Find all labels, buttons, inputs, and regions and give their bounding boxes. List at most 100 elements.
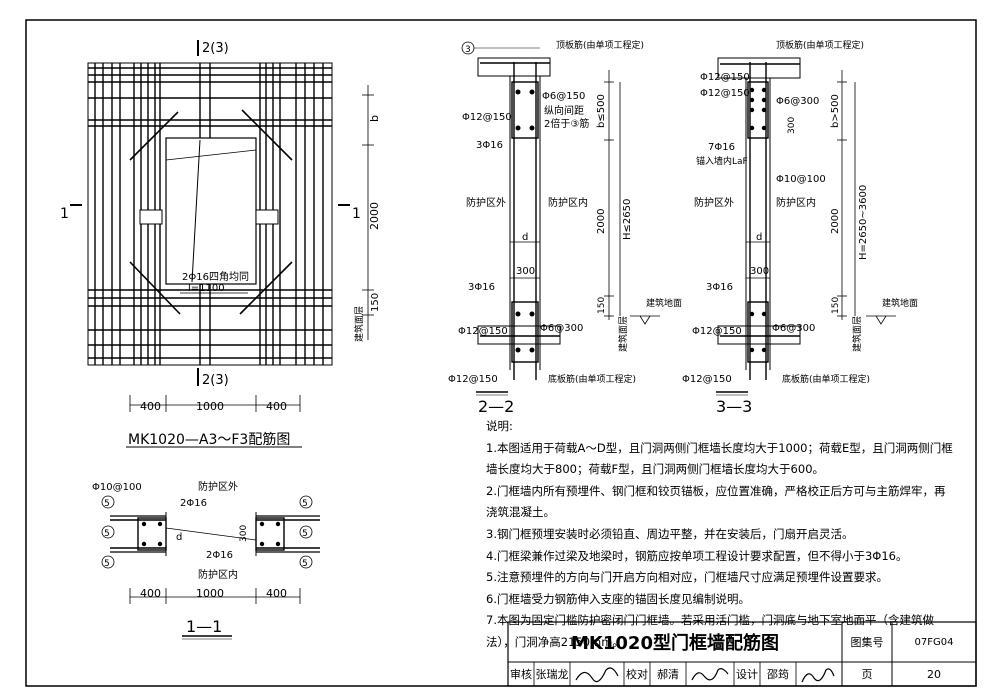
dim-300b: 300 bbox=[750, 266, 769, 277]
notes-heading: 说明: bbox=[486, 419, 513, 433]
dim-bottom-1: 400 bbox=[140, 400, 161, 413]
bar-left-bot: Φ12@150 bbox=[458, 326, 508, 337]
stirrup-bot: Φ6@300 bbox=[540, 323, 583, 334]
notes-block: 说明: 1.本图适用于荷载A～D型，且门洞两侧门框墙长度均大于1000；荷载E型… bbox=[486, 416, 956, 654]
bar-2phi16-top: 2Φ16 bbox=[180, 498, 207, 509]
section-3-3 bbox=[716, 57, 896, 396]
atlas-label: 图集号 bbox=[850, 636, 884, 649]
dim-150: 150 bbox=[370, 293, 381, 312]
elevation-view bbox=[70, 40, 374, 448]
stirrup-top: Φ6@150 bbox=[542, 91, 585, 102]
section-1-1-labels: 5 5 5 5 5 5 Φ10@100 防护区外 2Φ16 d 300 2Φ16… bbox=[92, 480, 308, 636]
note-item: 3.钢门框预埋安装时必须铅直、周边平整，并在安装后，门扇开启灵活。 bbox=[486, 526, 854, 541]
note-spacing-2: 2倍于③筋 bbox=[544, 117, 589, 130]
reviewer-name: 郝清 bbox=[657, 668, 679, 681]
bottom-slab-label: 底板筋(由单项工程定) bbox=[548, 373, 636, 385]
floor-label: 建筑面层 bbox=[353, 306, 365, 342]
callout-5: 5 bbox=[302, 559, 308, 569]
dim-d: d bbox=[522, 232, 528, 243]
dim-bottom-1: 400 bbox=[140, 587, 161, 600]
anchor-label: 锚入墙内LaF bbox=[696, 155, 748, 167]
dim-b-le-500: b≤500 bbox=[596, 94, 607, 128]
check-label: 审核 bbox=[510, 668, 532, 681]
note-spacing: 纵向间距 bbox=[544, 104, 584, 117]
page-label: 页 bbox=[861, 668, 873, 681]
bar-3phi16: 3Φ16 bbox=[706, 282, 733, 293]
floor-label: 建筑面层 bbox=[851, 316, 863, 352]
ground-label: 建筑地面 bbox=[882, 297, 918, 309]
corner-bars-label: 2Φ16四角均同 bbox=[182, 271, 249, 283]
cut-label-right: 1 bbox=[352, 206, 361, 222]
dim-d: d bbox=[176, 532, 182, 543]
callout-5: 5 bbox=[302, 499, 308, 509]
signature-reviewer bbox=[691, 668, 729, 681]
bar-3phi16-bot: 3Φ16 bbox=[468, 282, 495, 293]
stirrup-top: Φ6@300 bbox=[776, 96, 819, 107]
checker-name: 张瑞龙 bbox=[535, 668, 569, 681]
note-item: 4.门框梁兼作过梁及地梁时，钢筋应按单项工程设计要求配置，但不得小于3Φ16。 bbox=[486, 548, 908, 563]
dim-2000: 2000 bbox=[368, 202, 381, 230]
bar-b: Φ12@150 bbox=[700, 88, 750, 99]
dim-bottom-3: 400 bbox=[266, 400, 287, 413]
bar-a: Φ12@150 bbox=[700, 72, 750, 83]
atlas-number: 07FG04 bbox=[914, 636, 954, 648]
callout-5: 5 bbox=[302, 529, 308, 539]
page-number: 20 bbox=[927, 667, 941, 681]
inside-label: 防护区内 bbox=[548, 196, 588, 209]
dim-150: 150 bbox=[831, 297, 841, 314]
callout-5: 5 bbox=[104, 559, 110, 569]
stirrup-bot: Φ6@300 bbox=[772, 323, 815, 334]
dim-H: H=2650~3600 bbox=[858, 185, 869, 260]
section-3-3-labels: 顶板筋(由单项工程定) Φ12@150 Φ12@150 Φ6@300 300 7… bbox=[682, 39, 918, 416]
bar-7phi16: 7Φ16 bbox=[708, 142, 735, 153]
note-item: 5.注意预埋件的方向与门开启方向相对应，门框墙尺寸应满足预埋件设置要求。 bbox=[486, 570, 888, 585]
elevation-labels: 2(3) 2(3) 1 1 b 2000 150 建筑面层 2Φ16四角均同 l… bbox=[60, 41, 381, 448]
bar-phi10: Φ10@100 bbox=[92, 482, 142, 493]
bottom-slab-label: 底板筋(由单项工程定) bbox=[782, 373, 870, 385]
elevation-title: MK1020—A3～F3配筋图 bbox=[128, 431, 290, 448]
section-2-2-labels: 3 顶板筋(由单项工程定) Φ6@150 纵向间距 2倍于③筋 Φ12@150 … bbox=[448, 39, 682, 416]
dim-2000: 2000 bbox=[830, 209, 841, 234]
sheet-border bbox=[25, 19, 977, 687]
floor-label: 建筑面层 bbox=[617, 316, 629, 352]
dim-b: b bbox=[368, 115, 381, 122]
section-1-1 bbox=[101, 495, 320, 640]
dim-2000: 2000 bbox=[596, 209, 607, 234]
dim-300: 300 bbox=[239, 525, 249, 542]
dim-300: 300 bbox=[787, 117, 797, 134]
bar-3phi16-top: 3Φ16 bbox=[476, 140, 503, 151]
inside-label: 防护区内 bbox=[198, 568, 238, 581]
cut-label-top: 2(3) bbox=[202, 41, 229, 56]
title-block bbox=[507, 621, 977, 687]
section-3-3-title: 3—3 bbox=[716, 397, 752, 416]
dim-150: 150 bbox=[597, 297, 607, 314]
callout-3: 3 bbox=[465, 45, 471, 55]
note-item: 6.门框墙受力钢筋伸入支座的锚固长度见编制说明。 bbox=[486, 591, 750, 606]
top-slab-label: 顶板筋(由单项工程定) bbox=[776, 39, 864, 51]
outside-label: 防护区外 bbox=[466, 196, 506, 209]
dim-bottom-2: 1000 bbox=[196, 400, 224, 413]
bar-2phi16-bot: 2Φ16 bbox=[206, 550, 233, 561]
note-item: 7.本图为固定门槛防护密闭门门框墙。若采用活门槛，门洞底与地下室地面平（含建筑做… bbox=[486, 613, 934, 649]
corner-len-label: l=1100 bbox=[188, 283, 225, 294]
design-label: 设计 bbox=[736, 668, 758, 681]
note-item: 1.本图适用于荷载A～D型，且门洞两侧门框墙长度均大于1000；荷载E型，且门洞… bbox=[486, 440, 953, 477]
section-1-1-title: 1—1 bbox=[186, 617, 222, 636]
bar-phi10: Φ10@100 bbox=[776, 174, 826, 185]
outside-label: 防护区外 bbox=[198, 480, 238, 493]
signature-checker bbox=[575, 667, 619, 683]
bar-bottom: Φ12@150 bbox=[682, 374, 732, 385]
signature-designer bbox=[801, 668, 835, 683]
inside-label: 防护区内 bbox=[776, 196, 816, 209]
bar-left-bot: Φ12@150 bbox=[692, 326, 742, 337]
bar-top: Φ12@150 bbox=[462, 112, 512, 123]
outside-label: 防护区外 bbox=[694, 196, 734, 209]
top-slab-label: 顶板筋(由单项工程定) bbox=[556, 39, 644, 51]
dim-bottom-2: 1000 bbox=[196, 587, 224, 600]
section-2-2-title: 2—2 bbox=[478, 397, 514, 416]
callout-5: 5 bbox=[104, 499, 110, 509]
callout-5: 5 bbox=[104, 529, 110, 539]
dim-b-gt-500: b>500 bbox=[830, 94, 841, 128]
ground-label: 建筑地面 bbox=[646, 297, 682, 309]
